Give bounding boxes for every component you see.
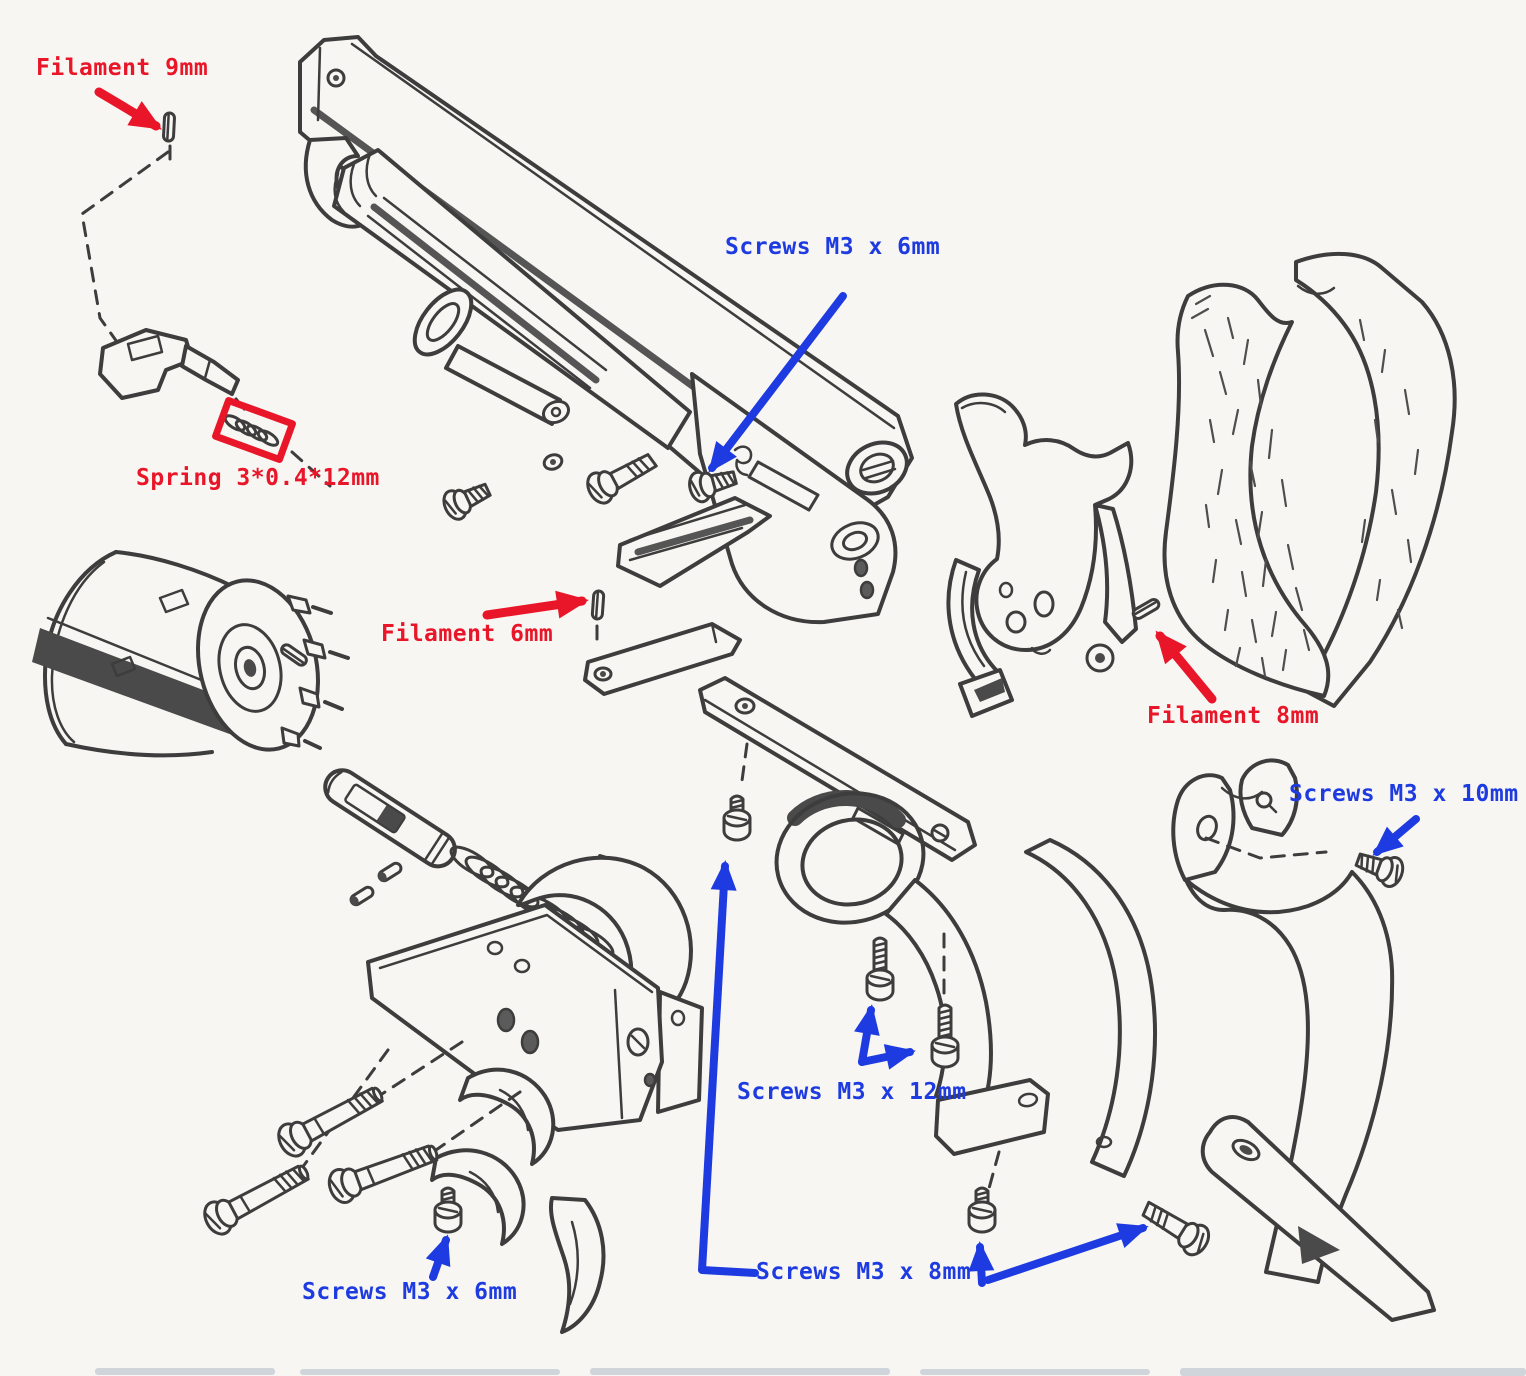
arrow-screws-m3x10 [1372, 815, 1420, 856]
label-screws-m3x6-top: Screws M3 x 6mm [725, 234, 941, 260]
label-filament-8mm: Filament 8mm [1147, 703, 1320, 729]
filament-6mm-pin [590, 589, 606, 648]
arrow-screws-m3x6-top [708, 292, 847, 473]
label-screws-m3x6-bottom: Screws M3 x 6mm [302, 1279, 518, 1305]
label-filament-9mm: Filament 9mm [36, 55, 209, 81]
filament-9mm-pin [161, 111, 177, 143]
mainspring [946, 558, 1014, 718]
page-edge-strip [95, 1368, 1526, 1376]
screw-m3x6-bottom-target [433, 1186, 463, 1234]
loading-lever [332, 148, 692, 471]
arrow-screws-m3x12-up [854, 1004, 880, 1066]
grip [1162, 251, 1457, 708]
rammer-block [616, 496, 772, 588]
annotation-arrows [94, 87, 1420, 1287]
hand-spring [458, 1067, 556, 1166]
bolt-spring [430, 1148, 526, 1246]
frame [690, 372, 898, 625]
label-screws-m3x12: Screws M3 x 12mm [737, 1079, 967, 1105]
arrow-filament-6mm [482, 590, 589, 620]
box-spring [212, 397, 296, 463]
cylinder [32, 550, 350, 758]
label-screws-m3x8: Screws M3 x 8mm [756, 1259, 972, 1285]
backstrap [1135, 758, 1436, 1322]
barrel-wedge [80, 144, 332, 488]
label-filament-6mm: Filament 6mm [381, 621, 554, 647]
trigger-guard-assembly [698, 676, 1050, 1234]
hammer [954, 392, 1138, 673]
arrow-screws-m3x6-bottom [425, 1234, 451, 1281]
arrow-screws-m3x8-up [968, 1241, 995, 1287]
arrow-screws-m3x12-right [858, 1044, 916, 1070]
long-screws [197, 1076, 444, 1241]
guard-spring-strap [1024, 838, 1157, 1178]
trigger [549, 1196, 606, 1334]
arrow-screws-m3x8-long [698, 860, 759, 1277]
filament-8mm-pin [1129, 596, 1163, 622]
label-screws-m3x10: Screws M3 x 10mm [1289, 781, 1519, 807]
plunger-assembly [323, 768, 704, 1132]
link-bar [583, 622, 742, 696]
arrow-filament-8mm [1155, 630, 1217, 704]
arrow-filament-9mm [94, 87, 163, 131]
label-spring-3x04x12mm: Spring 3*0.4*12mm [136, 465, 380, 491]
arrow-screws-m3x8-right [984, 1223, 1149, 1284]
